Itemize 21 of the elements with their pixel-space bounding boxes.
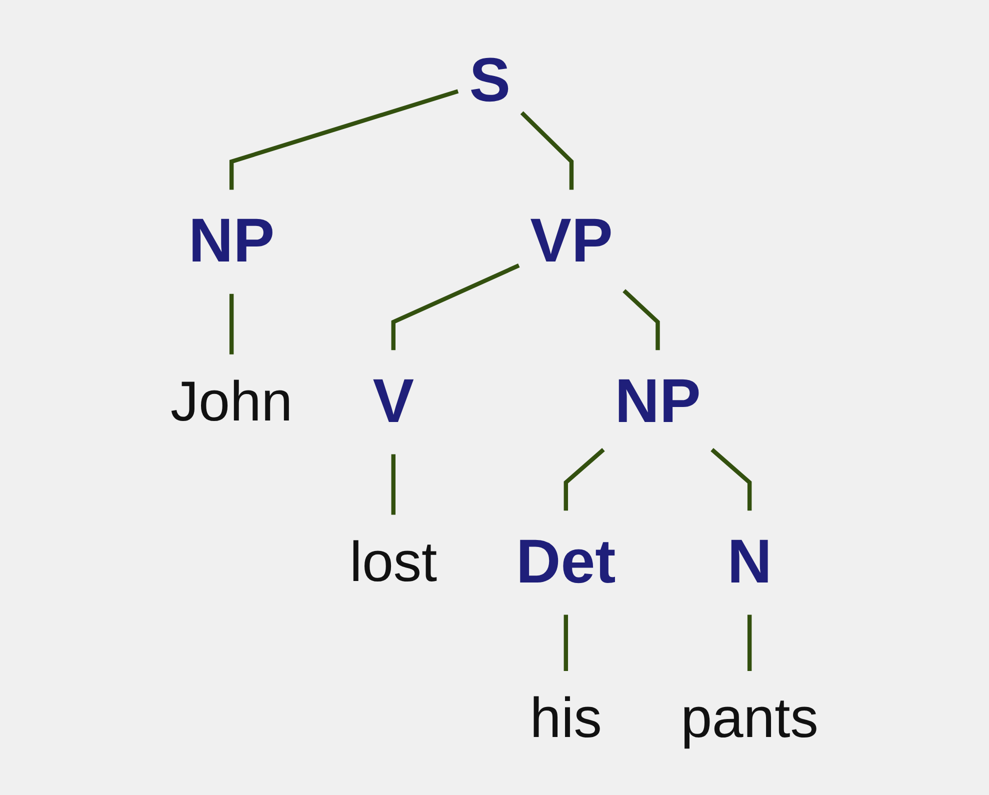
node-text: N xyxy=(727,526,772,596)
node-text: VP xyxy=(530,206,613,276)
node-text: S xyxy=(469,46,511,115)
node-text: Det xyxy=(516,526,616,596)
node-text: his xyxy=(530,687,602,750)
connector xyxy=(622,288,660,350)
connector xyxy=(391,454,396,514)
connector xyxy=(710,448,752,510)
node-text: John xyxy=(170,370,293,433)
connector xyxy=(747,614,752,671)
connector xyxy=(520,110,574,190)
node-text: pants xyxy=(680,687,818,750)
connector xyxy=(564,448,605,510)
connector xyxy=(564,614,568,671)
node-text: lost xyxy=(350,531,438,594)
node-text: NP xyxy=(614,366,701,436)
connector xyxy=(229,293,234,354)
connector xyxy=(229,88,459,190)
node-text: NP xyxy=(188,206,275,276)
connector xyxy=(391,263,520,350)
node-text: V xyxy=(372,366,414,436)
